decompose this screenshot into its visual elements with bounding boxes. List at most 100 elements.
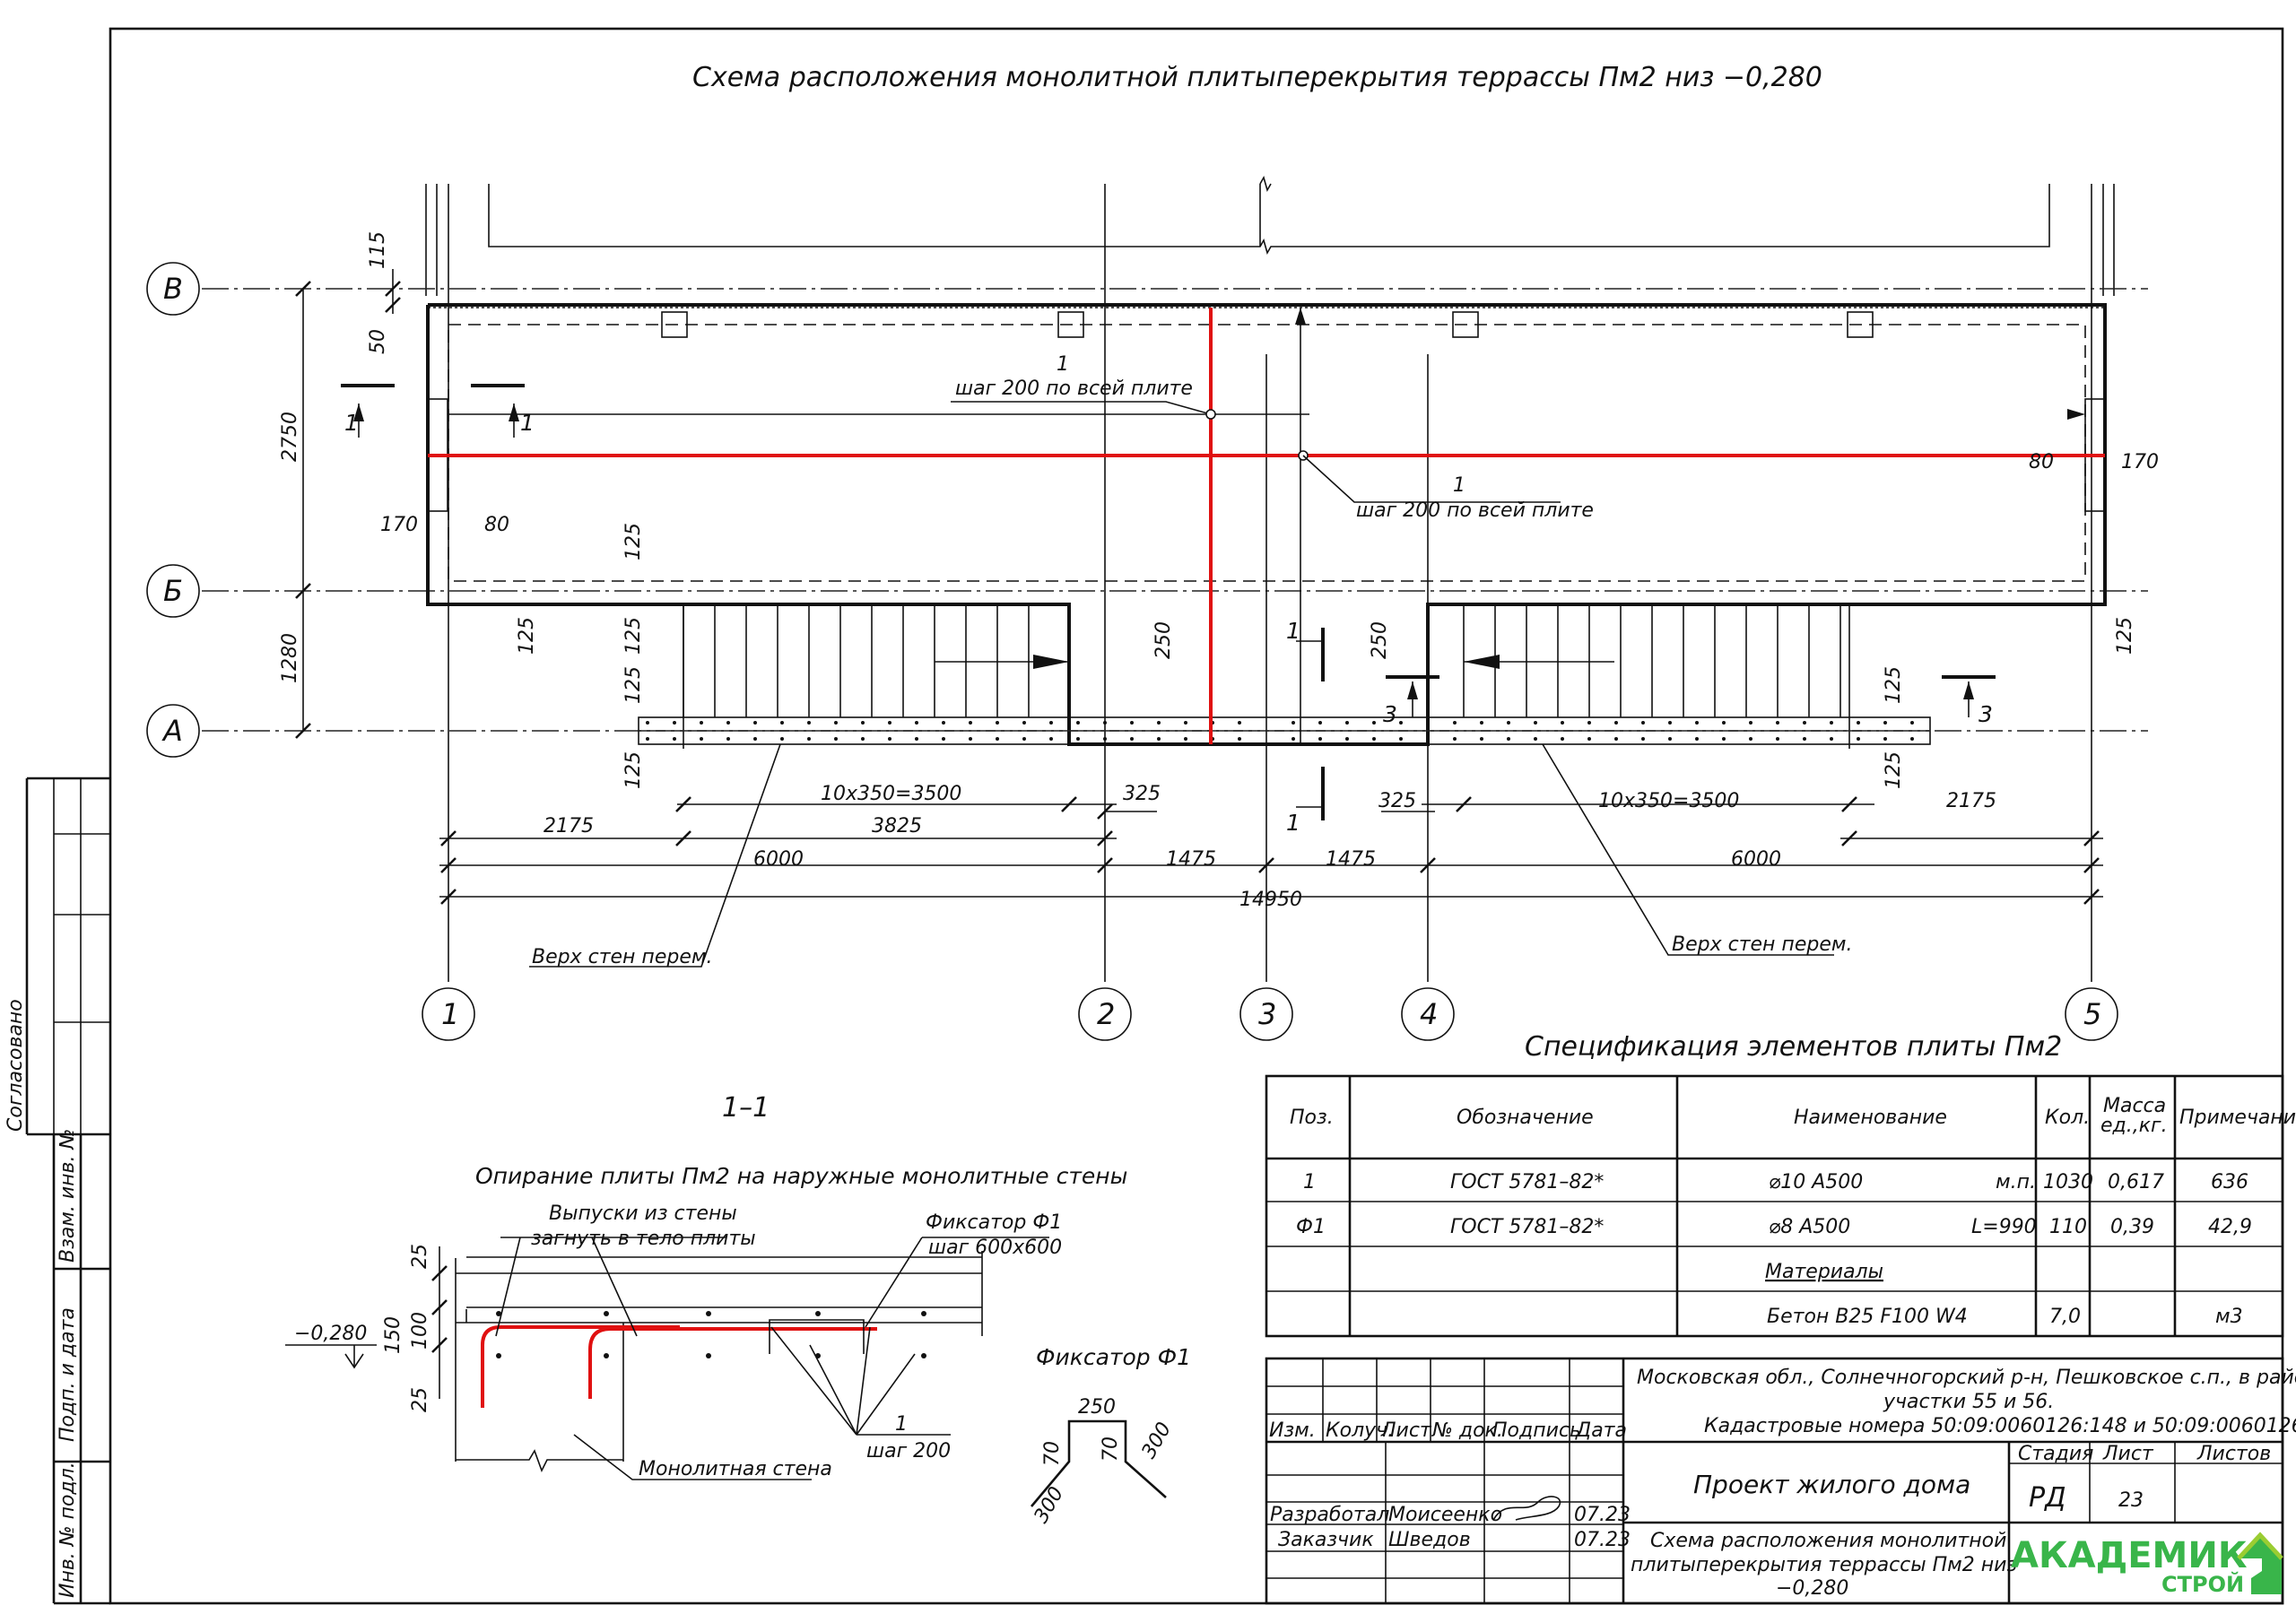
- fixator-d70b: 70: [1100, 1436, 1122, 1462]
- side-strip: Согласовано Взам. инв. № Подп. и дата Ин…: [4, 777, 110, 1605]
- section-1-bot-c: 1: [1286, 810, 1300, 836]
- spec-h-mass2: ед.,кг.: [2100, 1115, 2168, 1137]
- section-1-left-b: 1: [520, 410, 535, 436]
- dim-50: 50: [367, 329, 389, 354]
- side-inv-vzam: Взам. инв. №: [57, 1129, 79, 1263]
- section-fix-2: шаг 600х600: [928, 1237, 1062, 1259]
- spec-r2-name: ⌀8 А500: [1769, 1216, 1850, 1238]
- spec-concrete-note: м3: [2215, 1306, 2243, 1328]
- section-d25-top: 25: [409, 1244, 431, 1269]
- callout-step-top: шаг 200 по всей плите: [955, 378, 1193, 400]
- signature-icon: [1492, 1496, 1561, 1521]
- stamp-dev-role: Разработал: [1270, 1504, 1389, 1526]
- spec-h-name: Наименование: [1794, 1107, 1947, 1129]
- title-block: Изм. Колуч. Лист № док. Подпись Дата Раз…: [1265, 1357, 2296, 1605]
- dim-1475-right: 1475: [1326, 848, 1376, 871]
- brand-sub: СТРОЙ: [2161, 1571, 2244, 1597]
- dim-14950: 14950: [1239, 889, 1302, 911]
- dim-125-g: 125: [1883, 751, 1905, 789]
- spec-h-mass1: Масса: [2103, 1095, 2166, 1117]
- dim-80-right: 80: [2029, 451, 2054, 473]
- dim-3825: 3825: [872, 815, 922, 838]
- dim-125-c: 125: [622, 617, 645, 655]
- section-3-right: 3: [1979, 701, 1993, 727]
- stamp-drawing-2: плитыперекрытия террассы Пм2 низ: [1631, 1554, 2017, 1576]
- spec-h-designation: Обозначение: [1457, 1107, 1594, 1129]
- axis-bubble-2: 2: [1078, 987, 1132, 1041]
- section-outlets-2: загнуть в тело плиты: [531, 1228, 756, 1250]
- walls-top-right: Верх стен перем.: [1672, 933, 1852, 956]
- dim-125-a: 125: [622, 523, 645, 560]
- stamp-sheets-h: Листов: [2196, 1443, 2271, 1465]
- axis-bubble-1: 1: [422, 987, 475, 1041]
- stamp-sheet-h: Лист: [2102, 1443, 2154, 1465]
- spec-r2-note: 42,9: [2208, 1216, 2252, 1238]
- walls-top-left: Верх стен перем.: [532, 946, 712, 968]
- stamp-koluch: Колуч.: [1326, 1419, 1394, 1442]
- svg-text:Б: Б: [163, 574, 183, 608]
- stamp-address-2: участки 55 и 56.: [1883, 1391, 2054, 1413]
- svg-text:А: А: [161, 714, 183, 748]
- stamp-dev-date: 07.23: [1574, 1504, 1631, 1526]
- section-label: 1–1: [722, 1092, 770, 1124]
- svg-text:2: 2: [1097, 997, 1115, 1031]
- section-wall: Монолитная стена: [639, 1458, 832, 1480]
- fixator-d250: 250: [1078, 1396, 1116, 1419]
- spec-r2-designation: ГОСТ 5781–82*: [1450, 1216, 1604, 1238]
- brand-name: АКАДЕМИК: [2011, 1535, 2248, 1576]
- stamp-dev-name: Моисеенко: [1388, 1504, 1502, 1526]
- side-sign-date: Подп. и дата: [57, 1307, 79, 1442]
- spec-h-qty: Кол.: [2045, 1107, 2090, 1129]
- dim-6000-right: 6000: [1731, 848, 1781, 871]
- dim-325-right: 325: [1378, 790, 1416, 812]
- dim-170-right: 170: [2121, 451, 2159, 473]
- rebar-outlet-2: [588, 1327, 877, 1399]
- svg-text:1: 1: [441, 997, 459, 1031]
- stamp-list: Лист: [1380, 1419, 1432, 1442]
- section-1-left-a: 1: [344, 410, 359, 436]
- spec-table: Спецификация элементов плиты Пм2 Поз. Об…: [1265, 1031, 2296, 1338]
- stamp-cust-date: 07.23: [1574, 1529, 1631, 1551]
- plan-view: В Б А 1 2 3 4 5: [146, 175, 2159, 1041]
- dim-170-left: 170: [380, 514, 418, 536]
- section-1-top-c: 1: [1286, 618, 1300, 644]
- stamp-ndok: № док.: [1431, 1419, 1503, 1442]
- dim-250-right: 250: [1369, 621, 1391, 659]
- stamp-izm: Изм.: [1269, 1419, 1316, 1442]
- section-d150: 150: [382, 1316, 404, 1354]
- dim-2175-left: 2175: [544, 815, 594, 838]
- dim-80-left: 80: [484, 514, 509, 536]
- stamp-sheet: 23: [2118, 1489, 2144, 1512]
- dim-325-left: 325: [1123, 783, 1161, 805]
- axis-bubble-3: 3: [1239, 987, 1293, 1041]
- section-3-left: 3: [1383, 701, 1397, 727]
- section-caption: Опирание плиты Пм2 на наружные монолитны…: [475, 1163, 1127, 1189]
- section-step200: шаг 200: [866, 1440, 951, 1462]
- dim-125-h: 125: [2114, 617, 2136, 655]
- stamp-data: Дата: [1575, 1419, 1627, 1442]
- spec-r2-pos: Ф1: [1296, 1216, 1326, 1238]
- axis-bubble-5: 5: [2065, 987, 2118, 1041]
- dim-1280: 1280: [279, 633, 301, 683]
- section-d25-bot: 25: [409, 1387, 431, 1412]
- side-inv-podl: Инв. № подл.: [57, 1462, 79, 1598]
- fixator-d300b: 300: [1138, 1419, 1177, 1462]
- spec-concrete-qty: 7,0: [2049, 1306, 2081, 1328]
- spec-r1-mass: 0,617: [2108, 1171, 2164, 1193]
- axis-bubble-4: 4: [1401, 987, 1455, 1041]
- axis-bubble-a: А: [146, 704, 200, 758]
- brand-logo: АКАДЕМИК СТРОЙ: [2011, 1532, 2283, 1597]
- stamp-stage: РД: [2029, 1482, 2066, 1514]
- spec-r1-designation: ГОСТ 5781–82*: [1450, 1171, 1604, 1193]
- rebar-outlet-1: [481, 1325, 680, 1408]
- drawing-title: Схема расположения монолитной плитыперек…: [692, 62, 1822, 93]
- svg-text:В: В: [163, 272, 183, 306]
- spec-h-pos: Поз.: [1290, 1107, 1334, 1129]
- dim-6000-left: 6000: [753, 848, 804, 871]
- side-agreed: Согласовано: [4, 999, 27, 1132]
- section-d100: 100: [409, 1312, 431, 1350]
- dim-2175-right: 2175: [1946, 790, 1996, 812]
- stamp-address-3: Кадастровые номера 50:09:0060126:148 и 5…: [1704, 1415, 2296, 1437]
- fixator-detail: Фиксатор Ф1 250 70 70 300 300: [1031, 1344, 1192, 1527]
- dim-10x350-right: 10х350=3500: [1598, 790, 1739, 812]
